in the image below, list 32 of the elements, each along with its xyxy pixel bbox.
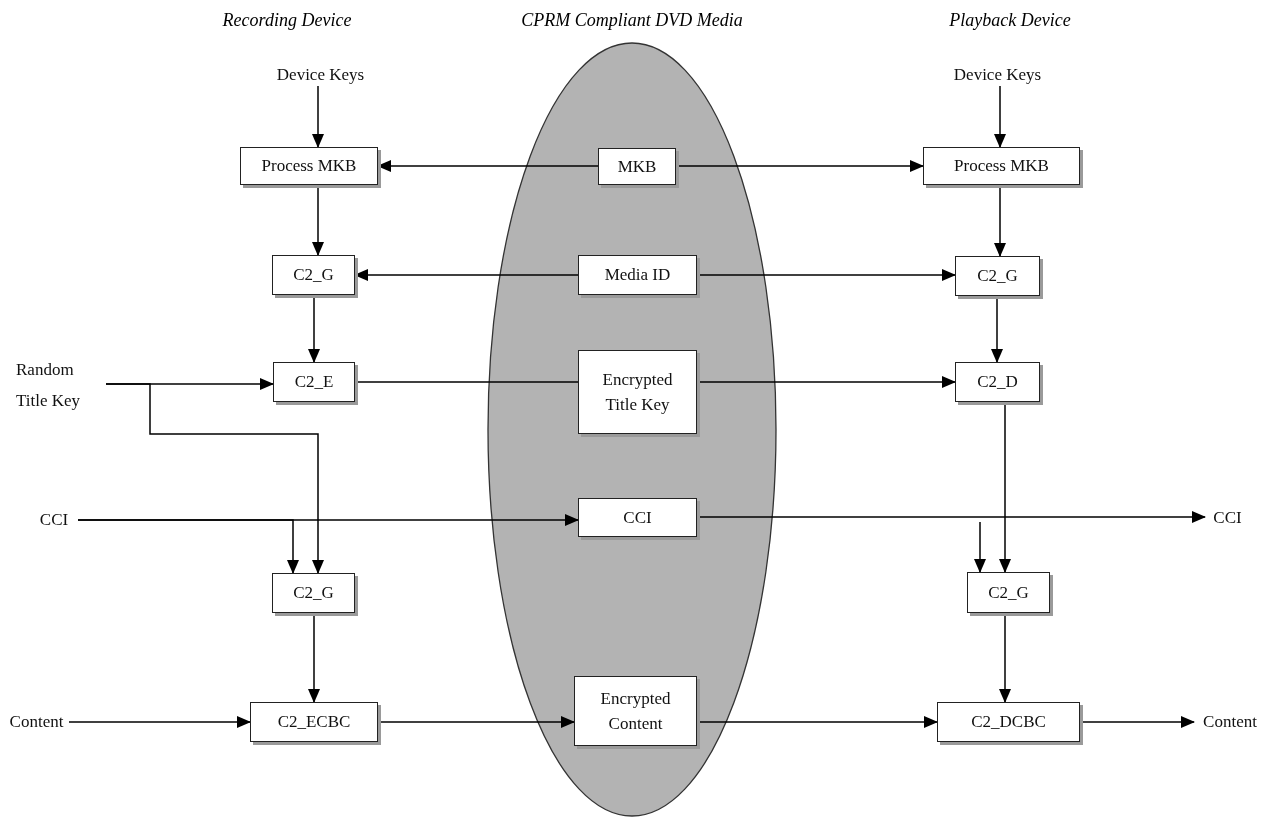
terminal-label: Device Keys (258, 64, 383, 86)
column-heading: Recording Device (221, 10, 353, 31)
terminal-label: Device Keys (935, 64, 1060, 86)
process-box: C2_D (955, 362, 1040, 402)
process-box: CCI (578, 498, 697, 537)
process-box: C2_DCBC (937, 702, 1080, 742)
process-box: MKB (598, 148, 676, 185)
process-box: Encrypted Title Key (578, 350, 697, 434)
terminal-label: Content (4, 711, 69, 733)
process-box: C2_G (955, 256, 1040, 296)
process-box: Media ID (578, 255, 697, 295)
terminal-label: Random Title Key (16, 356, 106, 414)
arrow (312, 85, 324, 148)
column-heading: Playback Device (948, 10, 1072, 31)
column-heading: CPRM Compliant DVD Media (520, 10, 744, 31)
process-box: C2_G (272, 255, 355, 295)
process-box: Process MKB (240, 147, 378, 185)
arrow (994, 85, 1006, 148)
process-box: Encrypted Content (574, 676, 697, 746)
process-box: C2_G (272, 573, 355, 613)
process-box: C2_ECBC (250, 702, 378, 742)
process-box: C2_E (273, 362, 355, 402)
arrow (105, 383, 324, 574)
arrow (974, 521, 986, 573)
process-box: Process MKB (923, 147, 1080, 185)
terminal-label: CCI (1205, 507, 1250, 529)
terminal-label: Content (1194, 711, 1266, 733)
terminal-label: CCI (30, 509, 78, 531)
arrow (77, 519, 299, 574)
process-box: C2_G (967, 572, 1050, 613)
media-ellipse (487, 42, 777, 817)
arrow (68, 716, 251, 728)
